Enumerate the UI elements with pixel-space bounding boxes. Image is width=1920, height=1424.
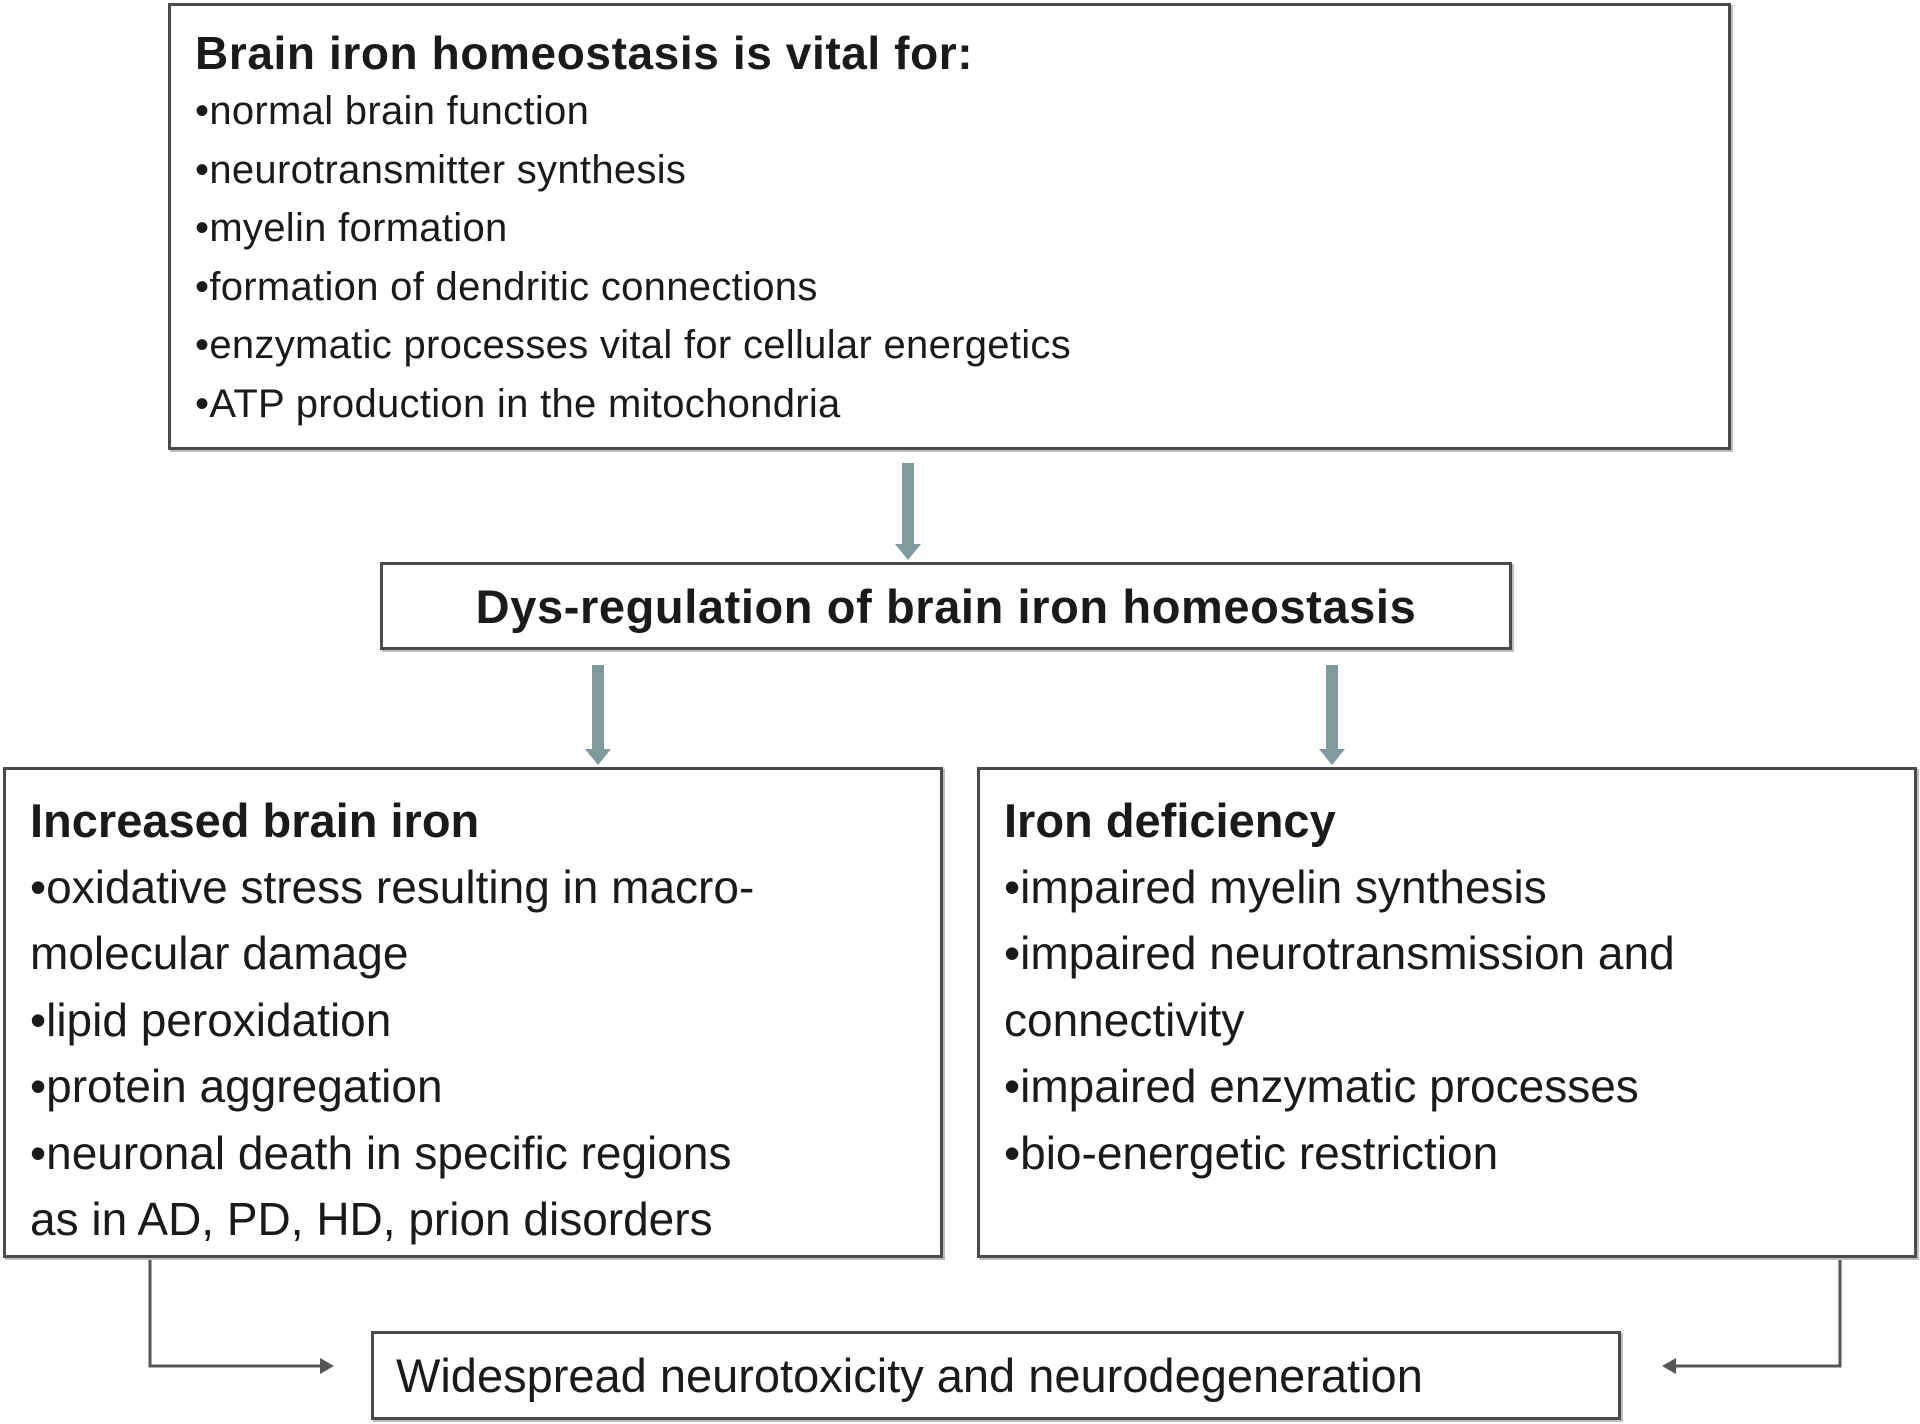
outcome-box: Widespread neurotoxicity and neurodegene… xyxy=(371,1331,1621,1420)
iron-deficiency-item: bio-energetic restriction xyxy=(1004,1120,1914,1186)
increased-iron-item: neuronal death in specific regions xyxy=(30,1120,940,1186)
increased-iron-list: oxidative stress resulting in macro- mol… xyxy=(30,854,940,1252)
vital-function-item: neurotransmitter synthesis xyxy=(195,141,1728,200)
iron-deficiency-item: impaired enzymatic processes xyxy=(1004,1053,1914,1119)
dysregulation-box: Dys-regulation of brain iron homeostasis xyxy=(380,562,1512,650)
iron-deficiency-box: Iron deficiency impaired myelin synthesi… xyxy=(977,767,1917,1258)
connector-right-to-bottom xyxy=(1662,1259,1842,1374)
vital-functions-list: normal brain function neurotransmitter s… xyxy=(195,82,1728,433)
increased-iron-item: oxidative stress resulting in macro- xyxy=(30,854,940,920)
iron-deficiency-item: impaired myelin synthesis xyxy=(1004,854,1914,920)
vital-functions-box: Brain iron homeostasis is vital for: nor… xyxy=(168,3,1731,450)
increased-iron-item: lipid peroxidation xyxy=(30,987,940,1053)
dysregulation-title: Dys-regulation of brain iron homeostasis xyxy=(475,579,1417,633)
arrow-middle-to-right xyxy=(1319,665,1345,765)
vital-function-item: myelin formation xyxy=(195,199,1728,258)
increased-iron-item-continuation: molecular damage xyxy=(30,927,409,980)
vital-function-item: normal brain function xyxy=(195,82,1728,141)
increased-iron-title: Increased brain iron xyxy=(30,794,480,847)
iron-deficiency-item: impaired neurotransmission and xyxy=(1004,920,1914,986)
iron-deficiency-item-continuation: connectivity xyxy=(1004,993,1245,1046)
connector-left-to-bottom xyxy=(148,1259,334,1374)
increased-iron-item: protein aggregation xyxy=(30,1053,940,1119)
arrow-top-to-middle xyxy=(895,463,921,560)
vital-function-item: ATP production in the mitochondria xyxy=(195,375,1728,434)
vital-function-item: formation of dendritic connections xyxy=(195,258,1728,317)
arrow-middle-to-left xyxy=(585,665,611,765)
vital-functions-title: Brain iron homeostasis is vital for: xyxy=(195,27,974,79)
iron-deficiency-title: Iron deficiency xyxy=(1004,794,1336,847)
outcome-text: Widespread neurotoxicity and neurodegene… xyxy=(396,1349,1423,1402)
increased-iron-box: Increased brain iron oxidative stress re… xyxy=(3,767,943,1258)
vital-function-item: enzymatic processes vital for cellular e… xyxy=(195,316,1728,375)
iron-deficiency-list: impaired myelin synthesis impaired neuro… xyxy=(1004,854,1914,1186)
increased-iron-item-continuation: as in AD, PD, HD, prion disorders xyxy=(30,1193,713,1246)
